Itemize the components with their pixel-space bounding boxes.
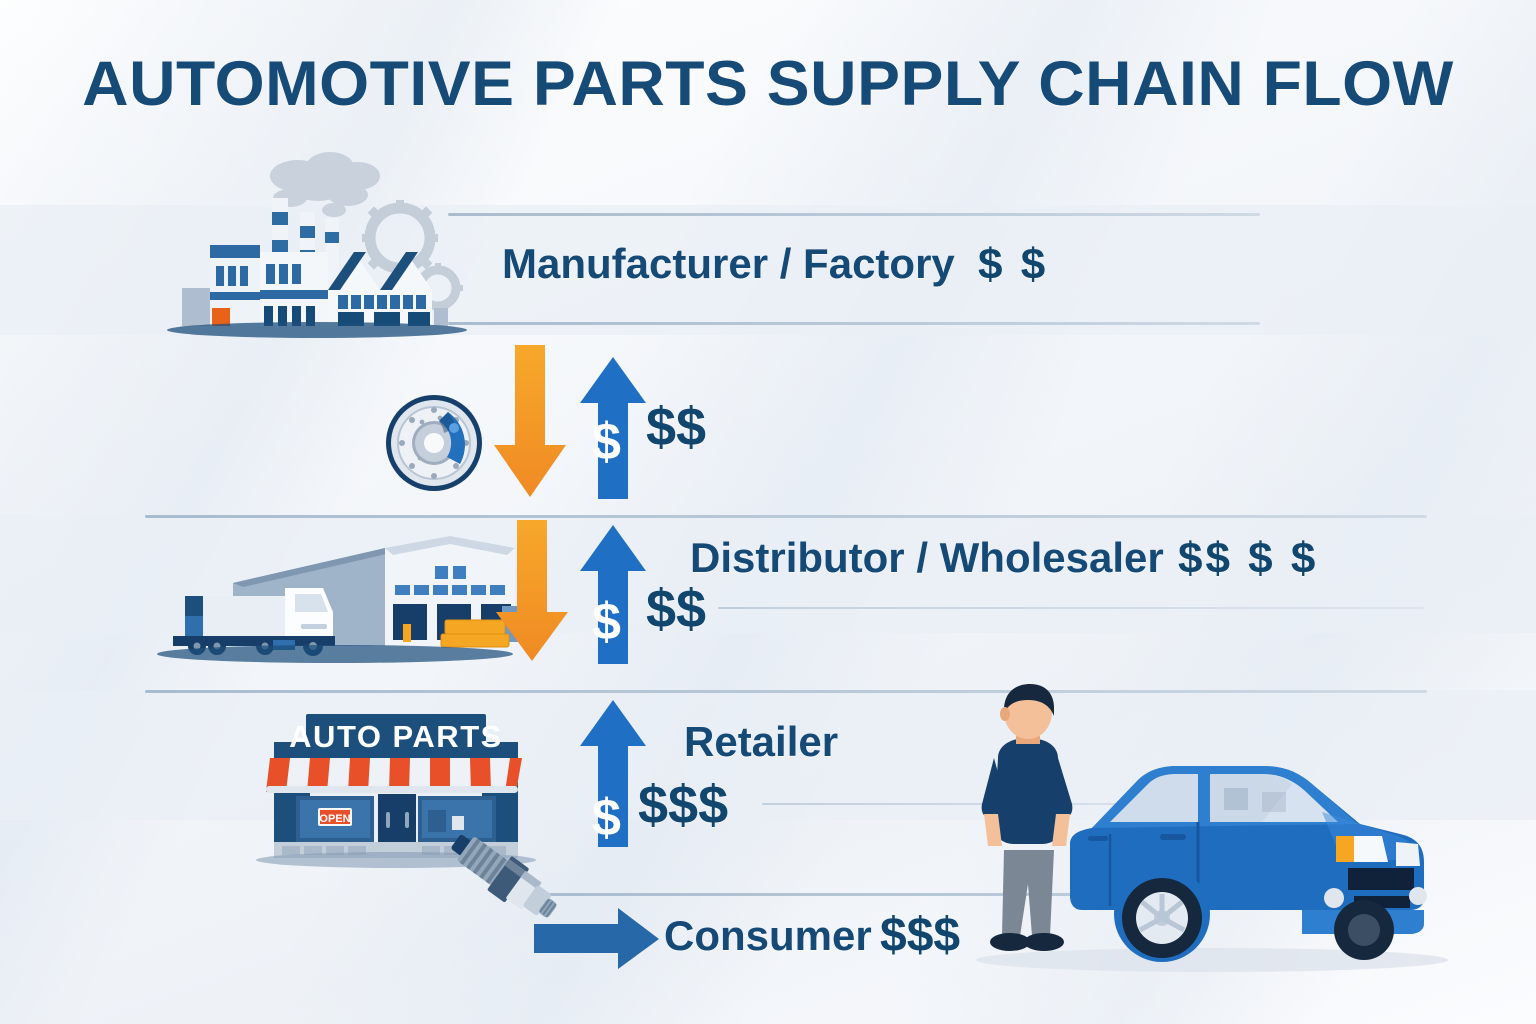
flow-money-2: $$ [646,579,707,639]
rule-manufacturer-top [448,213,1260,216]
rule-retailer-top [145,690,1427,693]
stage-label-distributor: Distributor / Wholesaler [690,534,1164,581]
person-with-car-icon [962,684,1448,976]
money-arrow-dollar-1: $ [592,413,621,471]
goods-down-arrow-1 [492,345,568,500]
stage-label-consumer: Consumer [664,912,872,959]
auto-parts-store-icon: AUTO PARTS [256,700,536,872]
money-arrow-dollar-3: $ [592,789,621,847]
store-open-sign-text: OPEN [319,813,350,825]
warehouse-truck-icon [145,528,527,673]
stage-money-retailer: $$$ [638,775,729,835]
money-up-arrow-1 [578,357,648,500]
money-up-arrow-2 [578,525,648,665]
stage-money-distributor: $$ $ $ [1178,534,1319,583]
rule-distributor-bottom [718,607,1424,609]
store-sign-text: AUTO PARTS [289,719,503,754]
rule-distributor-top [145,515,1427,518]
money-arrow-dollar-2: $ [592,593,621,651]
page-title: AUTOMOTIVE PARTS SUPPLY CHAIN FLOW [82,49,1454,119]
rule-manufacturer-bottom [448,322,1260,325]
consumer-right-arrow [534,908,660,970]
spark-plug-icon [436,824,566,934]
factory-icon [152,140,482,340]
rule-consumer-top [512,893,1424,896]
goods-down-arrow-2 [494,520,570,663]
brake-rotor-icon [382,388,490,498]
flow-money-1: $$ [646,397,707,457]
stage-label-retailer: Retailer [684,718,839,765]
stage-money-manufacturer: $ $ [978,240,1049,289]
money-up-arrow-3 [578,700,648,848]
stage-label-manufacturer: Manufacturer / Factory [502,240,955,287]
stage-money-consumer: $$$ [880,909,961,962]
